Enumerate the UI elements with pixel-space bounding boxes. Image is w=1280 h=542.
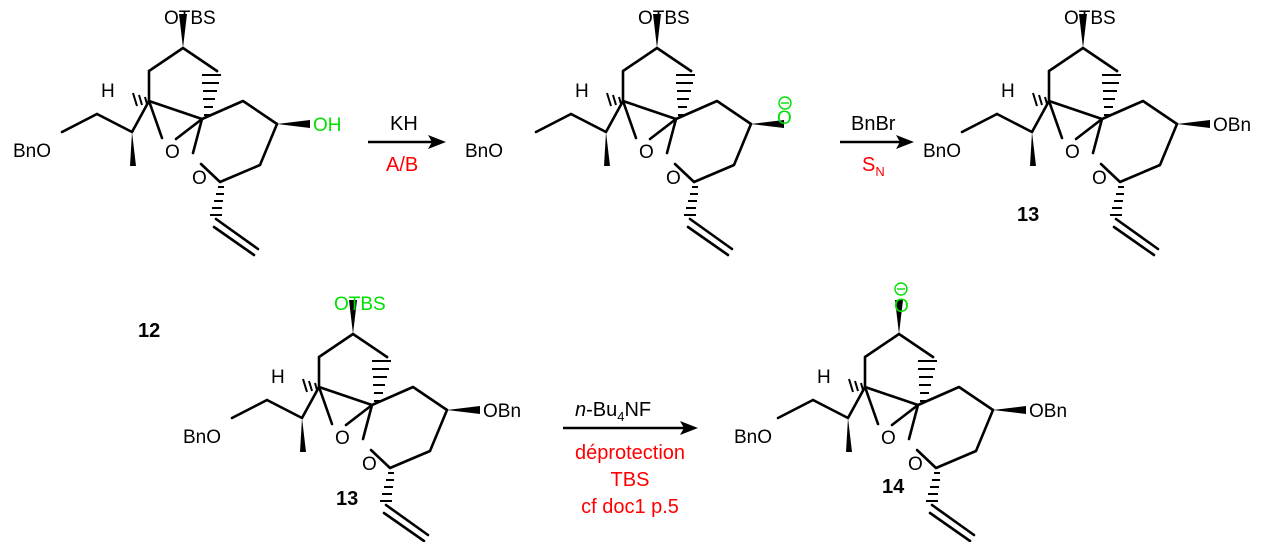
reagent-bnbr: BnBr [851, 113, 896, 135]
negative-charge-icon [778, 96, 792, 110]
bno-label: BnO [183, 427, 221, 448]
reaction-arrow-3: n-Bu4NF déprotection TBS cf doc1 p.5 [563, 399, 698, 518]
negative-charge-icon [894, 282, 908, 296]
compound-13-bottom: OTBS BnO H O O OBn 13 [183, 294, 521, 542]
otbs-label-highlight: OTBS [334, 294, 386, 315]
otbs-label: OTBS [638, 8, 690, 29]
bno-label: BnO [465, 141, 503, 162]
alkoxide-intermediate: OTBS BnO H O O O [465, 8, 792, 257]
compound-number: 13 [1017, 204, 1039, 226]
ring-oxygen: O [908, 454, 923, 475]
arrowhead-icon [428, 135, 446, 149]
compound-12: OTBS BnO H O O OH 12 [13, 8, 342, 342]
ring-oxygen: O [165, 142, 180, 163]
otbs-label: OTBS [1064, 8, 1116, 29]
reaction-arrow-2: BnBr SN [840, 113, 914, 179]
bno-label: BnO [923, 141, 961, 162]
compound-number: 13 [336, 488, 358, 510]
compound-number: 12 [138, 320, 160, 342]
ring-oxygen: O [1065, 142, 1080, 163]
h-label: H [101, 81, 115, 102]
bno-label: BnO [13, 141, 51, 162]
obn-label: OBn [1213, 115, 1251, 136]
reagent-kh: KH [390, 113, 418, 135]
ring-oxygen: O [639, 142, 654, 163]
ring-oxygen: O [881, 428, 896, 449]
compound-number: 14 [882, 476, 905, 498]
hydroxyl-label: OH [313, 115, 342, 136]
compound-13-top: OTBS BnO H O O OBn 13 [923, 8, 1251, 257]
h-label: H [817, 367, 831, 388]
alkoxide-oxygen: O [777, 108, 792, 129]
condition-tbs: TBS [611, 469, 650, 491]
ring-oxygen: O [335, 428, 350, 449]
reaction-arrow-1: KH A/B [368, 113, 446, 176]
alkoxide-oxygen: O [894, 296, 909, 317]
arrowhead-icon [680, 421, 698, 435]
otbs-label: OTBS [164, 8, 216, 29]
h-label: H [1001, 81, 1015, 102]
condition-sn: SN [862, 154, 885, 179]
obn-label: OBn [1029, 401, 1067, 422]
ring-oxygen: O [1092, 168, 1107, 189]
compound-14: O BnO H O O OBn 14 [734, 282, 1067, 542]
ring-oxygen: O [666, 168, 681, 189]
condition-reference: cf doc1 p.5 [581, 496, 679, 518]
bno-label: BnO [734, 427, 772, 448]
ring-oxygen: O [192, 168, 207, 189]
reagent-tbaf: n-Bu4NF [575, 399, 651, 424]
condition-ab: A/B [386, 154, 418, 176]
condition-deprotection: déprotection [575, 442, 685, 464]
h-label: H [575, 81, 589, 102]
obn-label: OBn [483, 401, 521, 422]
ring-oxygen: O [362, 454, 377, 475]
h-label: H [271, 367, 285, 388]
arrowhead-icon [896, 135, 914, 149]
